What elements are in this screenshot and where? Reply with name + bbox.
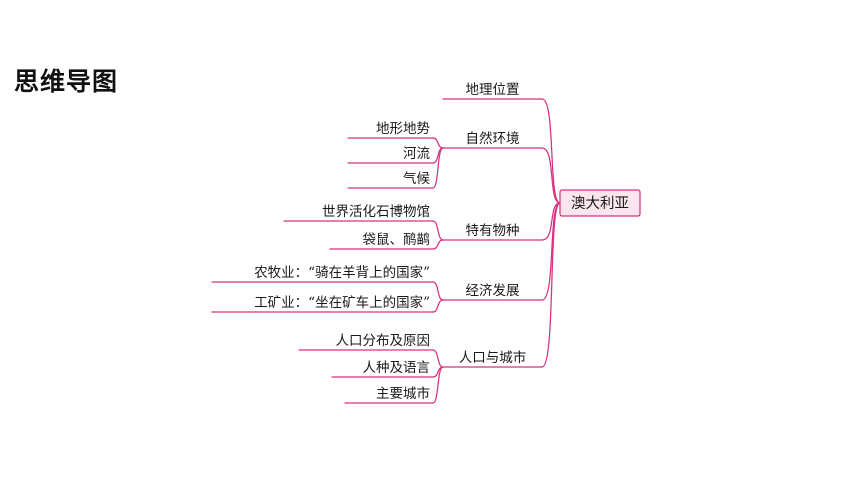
- branch-label: 人口与城市: [459, 349, 527, 366]
- child-label: 农牧业：“骑在羊背上的国家”: [254, 264, 430, 281]
- child-branch-connector: [432, 147, 444, 189]
- child-label: 人口分布及原因: [336, 333, 431, 349]
- branch-label: 特有物种: [466, 223, 520, 239]
- child-label: 工矿业：“坐在矿车上的国家”: [254, 294, 430, 311]
- child-branch-connector: [432, 220, 444, 241]
- child-label: 世界活化石博物馆: [322, 203, 430, 220]
- child-label: 地形地势: [376, 121, 430, 137]
- child-label: 河流: [403, 146, 430, 162]
- child-branch-connector: [432, 366, 444, 404]
- branch-label: 经济发展: [466, 283, 520, 299]
- child-branch-connector: [432, 281, 444, 301]
- branch-root-connector: [541, 98, 561, 204]
- branch-root-connector: [541, 202, 561, 301]
- child-branch-connector: [432, 299, 444, 313]
- branch-root-connector: [541, 202, 561, 368]
- child-branch-connector: [432, 349, 444, 368]
- branch-label: 地理位置: [466, 82, 520, 98]
- root-node: 澳大利亚: [559, 189, 641, 217]
- root-node-box: [559, 189, 641, 217]
- branch-label: 自然环境: [466, 130, 520, 147]
- connector-lines: [211, 98, 561, 404]
- branch-root-connector: [541, 147, 561, 204]
- child-branch-connector: [432, 137, 444, 149]
- page-title: 思维导图: [14, 67, 119, 96]
- branch-root-connector: [541, 202, 561, 241]
- child-label: 袋鼠、鸸鹋: [363, 231, 431, 248]
- child-label: 气候: [403, 171, 430, 187]
- root-node-label: 澳大利亚: [571, 195, 629, 212]
- child-label: 主要城市: [376, 385, 430, 402]
- child-branch-connector: [432, 239, 444, 250]
- child-label: 人种及语言: [363, 360, 431, 376]
